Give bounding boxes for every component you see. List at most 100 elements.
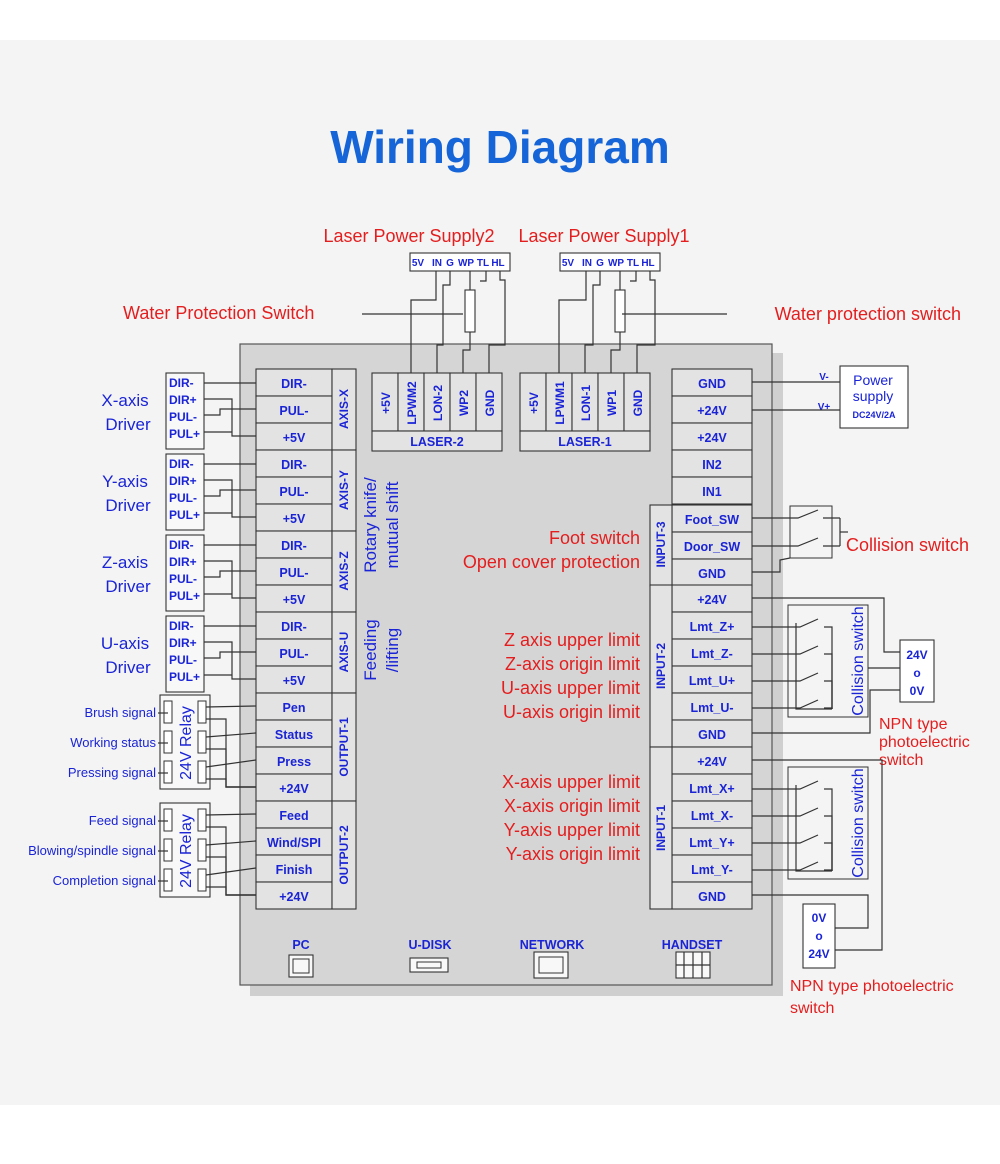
- axis-pin-label: PUL-: [279, 404, 308, 418]
- driver-pin-label: DIR+: [169, 636, 197, 650]
- wire: [206, 778, 256, 788]
- npn-switch-upper: [899, 639, 935, 703]
- pc-port-inner: [292, 958, 310, 974]
- input-label: Open cover protection: [463, 552, 640, 572]
- wire: [436, 271, 451, 373]
- laser-pin-cell: [519, 372, 547, 432]
- axis-port-label-cell: [331, 368, 357, 451]
- input-pin-label: +24V: [697, 593, 727, 607]
- wire: [752, 699, 819, 709]
- driver-name: Driver: [105, 658, 151, 677]
- output-pin-label: Finish: [276, 863, 313, 877]
- collision-switch-box: [789, 505, 833, 559]
- axis-port-label-cell: [331, 530, 357, 613]
- wire: [205, 759, 257, 768]
- npn-box-label: 24V: [808, 947, 829, 961]
- wire: [752, 759, 883, 951]
- output-signal-label: Pressing signal: [68, 765, 156, 780]
- wire: [584, 271, 601, 373]
- collision-group-label: Collision switch: [850, 768, 867, 877]
- output-signal-label: Brush signal: [84, 705, 156, 720]
- laser-pin-label: WP1: [605, 390, 619, 416]
- laser-pin-label: GND: [483, 389, 497, 416]
- water-switch: [614, 289, 626, 333]
- supply-pin-label: G: [596, 258, 604, 269]
- wire: [795, 785, 832, 872]
- laser-port-label-cell: [519, 430, 651, 452]
- axis-pin-label: DIR-: [281, 620, 307, 634]
- output-port-name: OUTPUT-1: [337, 717, 351, 777]
- laser-pin-cell: [623, 372, 651, 432]
- input-label: U-axis upper limit: [501, 678, 640, 698]
- wire: [205, 705, 257, 708]
- water-switch: [464, 289, 476, 333]
- wire: [824, 626, 833, 709]
- relay-contact: [163, 730, 173, 754]
- pc-port-icon: [288, 954, 314, 978]
- npn-box-label: 0V: [812, 911, 827, 925]
- axis-pin-label: PUL-: [279, 485, 308, 499]
- wire: [204, 489, 256, 497]
- driver-name: Driver: [105, 496, 151, 515]
- wire: [824, 788, 833, 871]
- input-pin-label: Lmt_X-: [691, 809, 733, 823]
- axis-port-name: AXIS-Z: [337, 551, 351, 590]
- wire: [752, 537, 819, 547]
- axis-pin-cell: [255, 503, 333, 532]
- input-pin-label: Lmt_U-: [690, 701, 733, 715]
- wire: [824, 842, 833, 871]
- network-port-inner: [538, 956, 564, 974]
- laser-port-name: LASER-2: [410, 435, 464, 449]
- collision-group-box: [787, 766, 869, 880]
- output-pin-label: Press: [277, 755, 311, 769]
- udisk-port-inner: [416, 961, 442, 969]
- axis-pin-label: +5V: [283, 431, 306, 445]
- axis-note: /lifting: [383, 628, 402, 672]
- input-label: X-axis origin limit: [504, 796, 640, 816]
- relay-coil: [197, 868, 207, 892]
- driver-pin-label: DIR-: [169, 538, 194, 552]
- wire: [205, 732, 257, 738]
- wire: [795, 623, 832, 710]
- relay-contact: [163, 868, 173, 892]
- wire: [752, 689, 900, 734]
- npn-box-label: o: [815, 929, 822, 943]
- input-label: Y-axis origin limit: [506, 844, 640, 864]
- relay-label: 24V Relay: [178, 814, 195, 888]
- relay-contact: [163, 760, 173, 784]
- driver-pin-label: DIR+: [169, 555, 197, 569]
- wire: [752, 597, 900, 653]
- output-pin-label: +24V: [279, 782, 309, 796]
- input-label: Foot switch: [549, 528, 640, 548]
- wire: [630, 271, 637, 282]
- wire: [204, 651, 256, 659]
- bottom-port-label: HANDSET: [662, 938, 723, 952]
- power-supply-label: Power: [853, 372, 893, 388]
- output-port-label-cell: [331, 800, 357, 910]
- laser-supply-name: Laser Power Supply2: [323, 226, 494, 246]
- driver-name: U-axis: [101, 634, 149, 653]
- axis-pin-label: DIR-: [281, 458, 307, 472]
- supply-pin-label: HL: [641, 258, 654, 269]
- output-port-label-cell: [331, 692, 357, 802]
- network-port-icon: [533, 951, 569, 979]
- power-pin-label: GND: [698, 377, 726, 391]
- laser-pin-label: LPWM2: [405, 381, 419, 425]
- input-label: Z-axis origin limit: [505, 654, 640, 674]
- output-pin-cell: [255, 800, 333, 829]
- supply-pin-label: 5V: [562, 258, 575, 269]
- input-port-name: INPUT-2: [654, 643, 668, 689]
- laser-pin-label: WP2: [457, 390, 471, 416]
- supply-pin-label: WP: [608, 258, 624, 269]
- wire: [206, 886, 256, 896]
- driver-pin-label: DIR-: [169, 376, 194, 390]
- input-pin-cell: [671, 558, 753, 587]
- relay-coil: [197, 760, 207, 784]
- input-pin-label: Lmt_Y+: [689, 836, 735, 850]
- laser-port-label-cell: [371, 430, 503, 452]
- input-pin-label: Lmt_U+: [689, 674, 735, 688]
- axis-pin-cell: [255, 665, 333, 694]
- axis-port-name: AXIS-Y: [337, 470, 351, 510]
- driver-pin-label: PUL-: [169, 410, 197, 424]
